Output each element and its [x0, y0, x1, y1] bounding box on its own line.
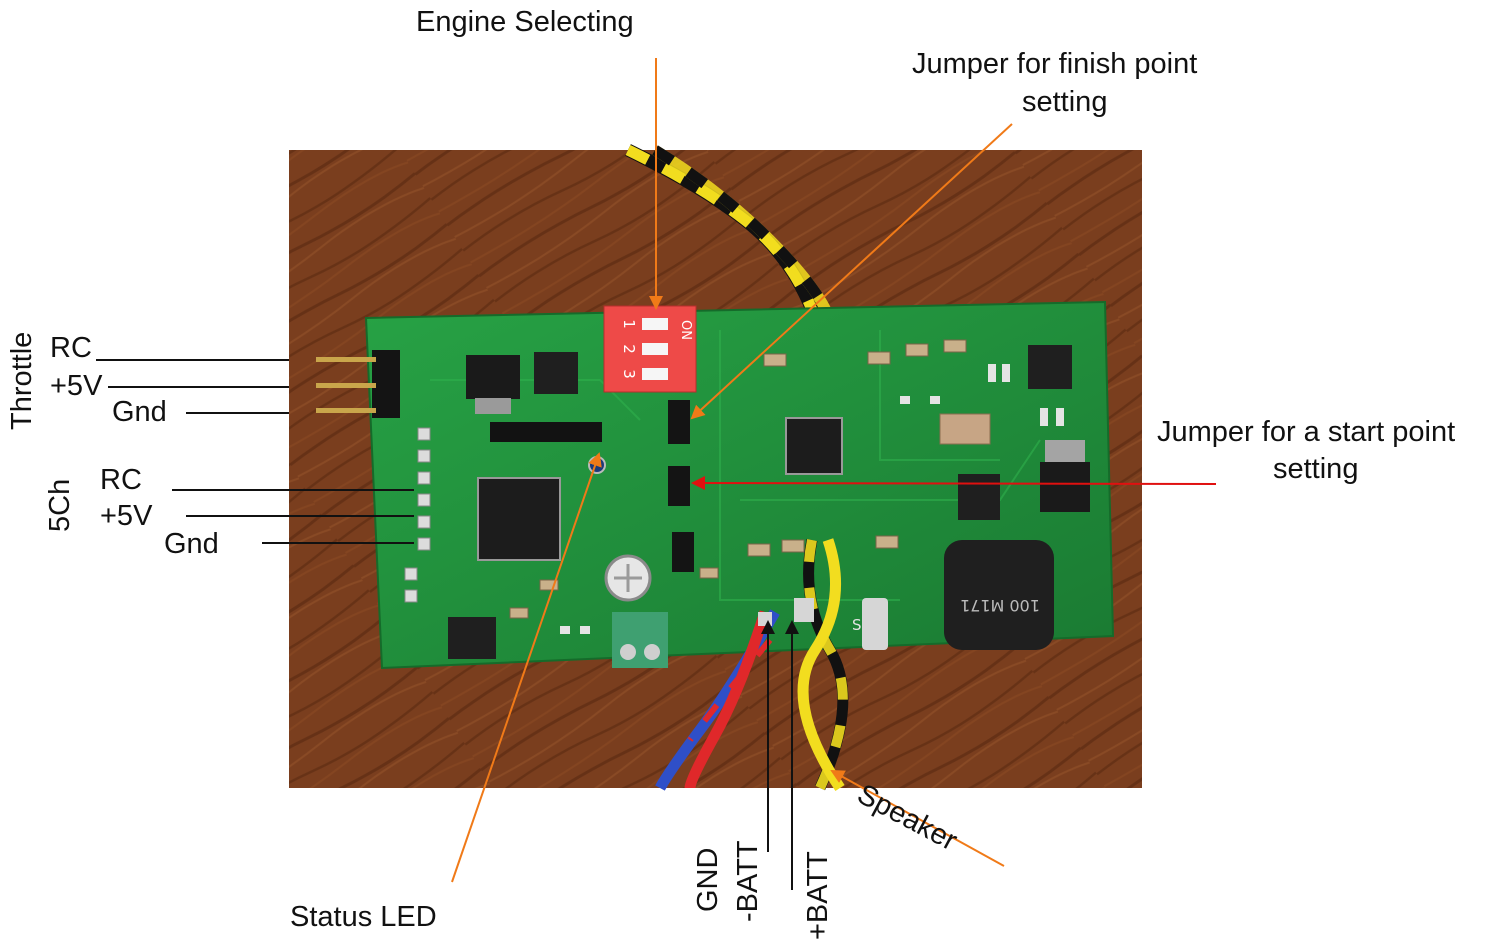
dip-number-2: 2: [620, 344, 638, 354]
throttle-rc-label: RC: [50, 332, 92, 364]
mcu-chip-2: [785, 417, 843, 475]
engine-selecting-label: Engine Selecting: [416, 6, 634, 38]
throttle-label: Throttle: [6, 331, 38, 430]
jumper-start-leader: [691, 476, 1217, 491]
speaker-wires: [797, 538, 849, 792]
jumper-finish-label-line1: Jumper for finish point: [912, 48, 1198, 80]
jumper-finish-block: [668, 400, 690, 444]
jumper-start-block: [668, 466, 690, 506]
battery-wires: [655, 609, 780, 791]
terminal-block: [612, 612, 668, 668]
status-led-leader: [451, 452, 602, 883]
ch5-label: 5Ch: [44, 478, 76, 532]
throttle-5v-label: +5V: [50, 370, 103, 402]
ch5-pads: [404, 427, 431, 603]
power-inductor: 100 M171: [944, 540, 1054, 650]
pos-batt-label: +BATT: [802, 851, 834, 940]
jumper-start-label-line2: setting: [1273, 453, 1359, 485]
speaker-leader: [830, 770, 1005, 867]
regulator-right: [1040, 462, 1090, 512]
engine-wire: [625, 144, 838, 353]
jumper-finish-leader: [690, 123, 1013, 420]
throttle-header: [316, 350, 400, 418]
ch5-gnd-label: Gnd: [164, 528, 219, 560]
jumper-finish-label-line2: setting: [1022, 86, 1108, 118]
status-led-label: Status LED: [290, 901, 437, 933]
gnd-label: GND: [692, 847, 724, 912]
ch5-rc-label: RC: [100, 464, 142, 496]
mcu-chip: [477, 477, 561, 561]
neg-batt-label: -BATT: [732, 840, 764, 922]
dip-switch: 1 2 3 ON: [603, 305, 697, 393]
jumper-start-label-line1: Jumper for a start point: [1157, 416, 1456, 448]
throttle-gnd-label: Gnd: [112, 396, 167, 428]
dip-on-label: ON: [678, 320, 693, 340]
inductor-marking: 100 M171: [960, 596, 1040, 615]
dip-number-3: 3: [620, 369, 638, 379]
socket-strip: [490, 422, 602, 442]
dip-number-1: 1: [620, 319, 638, 329]
regulator: [466, 355, 520, 399]
ch5-5v-label: +5V: [100, 500, 153, 532]
